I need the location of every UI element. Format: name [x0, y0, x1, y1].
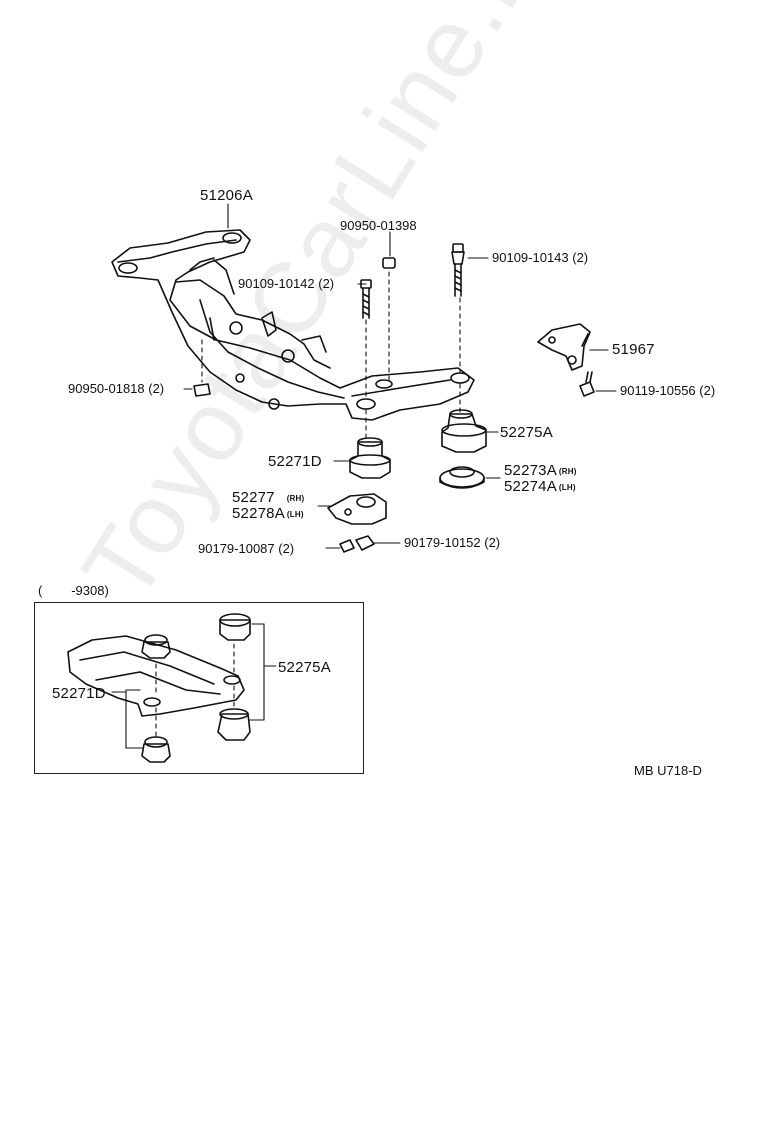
part-label-cushion-rear: 52275A	[500, 424, 553, 441]
part-label-nut-small-right: 90179-10152 (2)	[404, 535, 501, 550]
bracket-drawing	[537, 323, 591, 371]
inset-box	[34, 602, 364, 774]
part-label-retainer-lh: 52278A(LH)	[232, 505, 304, 522]
part-label-nut-small-left: 90179-10087 (2)	[198, 541, 295, 556]
part-label-nut-left: 90950-01818 (2)	[68, 381, 165, 396]
retainer-drawing	[327, 493, 387, 525]
inset-part-label-cushion-rear: 52275A	[278, 659, 331, 676]
part-label-stopper-lh: 52274A(LH)	[504, 478, 576, 495]
part-label-nut-top: 90950-01398	[340, 218, 417, 233]
part-label-bolt-left: 90109-10142 (2)	[238, 276, 335, 291]
part-label-retainer-rh: 52277(RH)	[232, 489, 305, 506]
crossmember-drawing	[111, 229, 475, 421]
cushion-rear-drawing	[441, 409, 487, 453]
inset-label: ( -9308)	[38, 583, 109, 598]
inset-part-label-cushion-front: 52271D	[52, 685, 106, 702]
part-label-bolt-bracket: 90119-10556 (2)	[620, 383, 716, 398]
cushion-front-drawing	[349, 437, 391, 479]
part-label-stopper-rh: 52273A(RH)	[504, 462, 577, 479]
part-label-bracket: 51967	[612, 341, 655, 358]
diagram-code: MB U718-D	[634, 763, 702, 778]
inset-drawing	[67, 613, 277, 763]
alignment-lines	[201, 271, 461, 439]
fasteners	[193, 243, 595, 553]
part-label-bolt-right: 90109-10143 (2)	[492, 250, 589, 265]
part-label-crossmember: 51206A	[200, 187, 253, 204]
stopper-drawing	[439, 466, 485, 489]
leader-lines	[183, 203, 617, 549]
part-label-cushion-front: 52271D	[268, 453, 322, 470]
